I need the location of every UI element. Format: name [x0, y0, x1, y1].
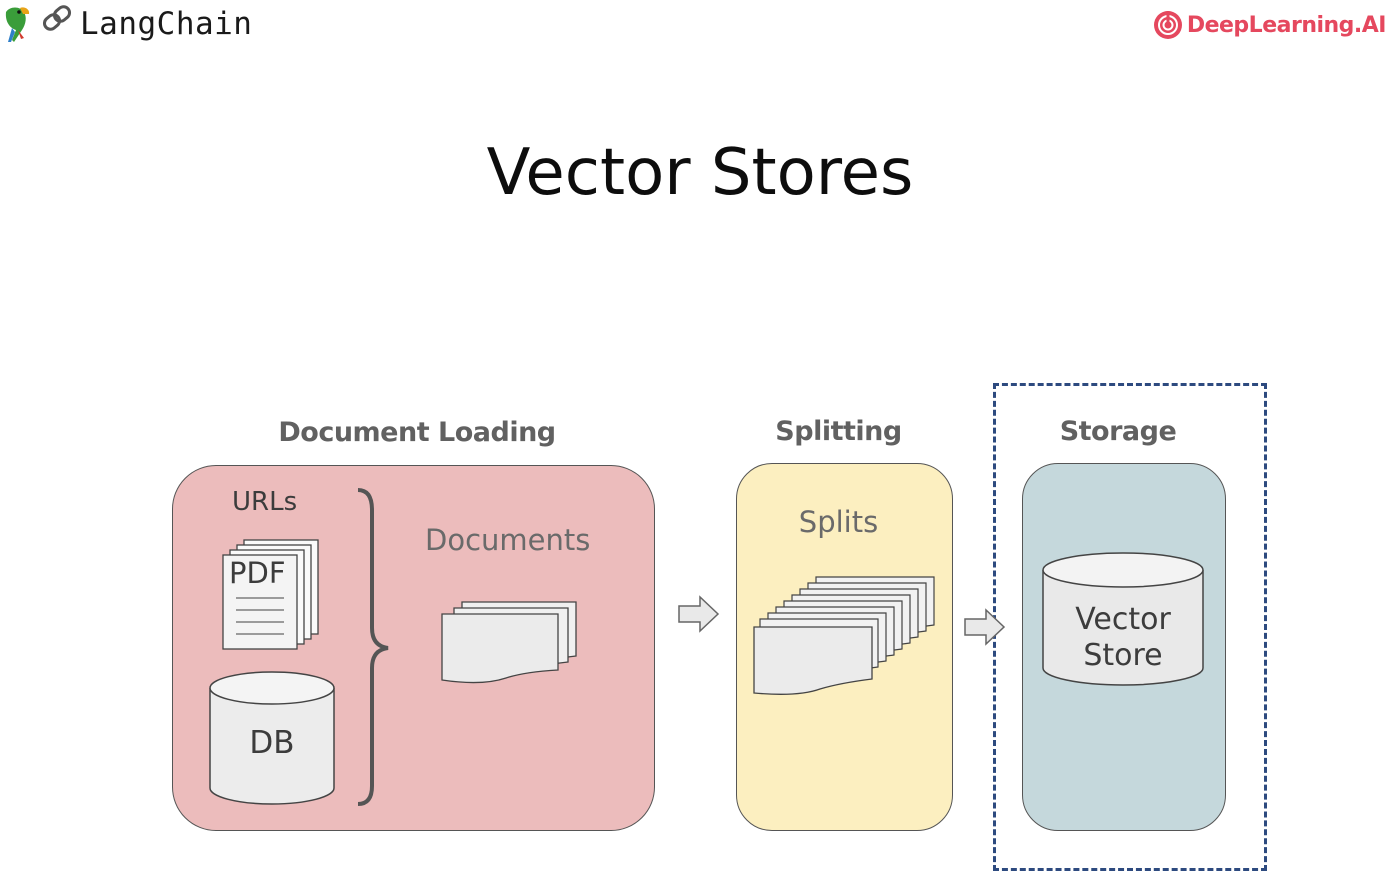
heading-splitting: Splitting: [775, 416, 902, 447]
splits-stack-icon: [753, 576, 935, 695]
splits-label: Splits: [798, 505, 879, 539]
pdf-documents-icon: [222, 539, 319, 650]
langchain-wordmark: LangChain: [80, 6, 253, 42]
slide-title: Vector Stores: [486, 136, 914, 210]
documents-label: Documents: [425, 523, 591, 557]
vector-store-label-line1: Vector: [1075, 602, 1171, 637]
deeplearning-swirl-icon: [1153, 11, 1182, 39]
pdf-label: PDF: [229, 556, 286, 590]
curly-brace-icon: [357, 488, 389, 806]
arrow-right-icon: [678, 595, 720, 633]
documents-stack-icon: [441, 601, 577, 684]
vector-store-label-line2: Store: [1083, 638, 1163, 673]
arrow-right-icon: [964, 608, 1006, 646]
db-label: DB: [249, 725, 295, 761]
heading-storage: Storage: [1059, 416, 1177, 447]
urls-label: URLs: [232, 487, 298, 517]
vector-store-icon: [1042, 552, 1204, 686]
deeplearning-wordmark: DeepLearning.AI: [1186, 12, 1387, 38]
langchain-logo: LangChain: [0, 0, 252, 48]
heading-document-loading: Document Loading: [278, 417, 556, 448]
deeplearning-logo: DeepLearning.AI: [1153, 6, 1387, 44]
vector-store-label: Vector Store: [1040, 602, 1206, 674]
parrot-chain-icon: [5, 5, 72, 42]
database-icon: [209, 671, 335, 805]
